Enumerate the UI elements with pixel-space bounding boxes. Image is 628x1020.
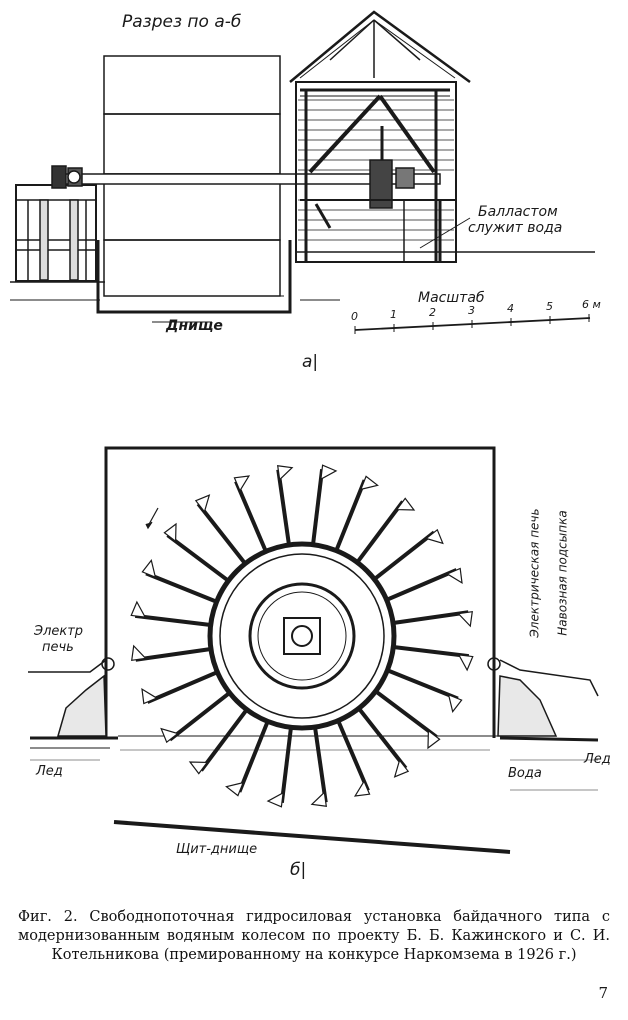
scale-tick-1: 1 — [390, 308, 397, 321]
wheel-spoke — [386, 668, 459, 701]
wheel-blade — [141, 559, 157, 579]
wheel-blade — [427, 729, 441, 750]
wheel-spoke — [237, 720, 270, 793]
wheel-spoke — [393, 645, 470, 659]
wheel-blade — [320, 464, 338, 481]
scale-tick-4: 4 — [507, 302, 514, 315]
wheel-blade — [447, 693, 463, 713]
wheel-spoke — [196, 502, 247, 565]
water-label: Вода — [508, 766, 542, 781]
stove-left-label-line1: Электр — [34, 624, 84, 639]
wheel-spoke — [276, 469, 291, 546]
wheel-spoke — [374, 689, 438, 739]
wheel-blade — [188, 761, 209, 775]
wheel-spoke — [199, 708, 249, 772]
wheel-spoke — [373, 530, 436, 581]
wheel-spoke — [357, 707, 408, 770]
wheel-spoke — [168, 691, 231, 742]
wheel-spoke — [234, 480, 268, 553]
wheel-spoke — [311, 468, 325, 545]
wheel-blade — [160, 727, 179, 744]
wheel-blade — [425, 528, 444, 545]
panel-label-a: а| — [302, 352, 319, 372]
wheel-blade — [233, 475, 251, 493]
scale-tick-6: 6 м — [582, 298, 601, 311]
wheel-blade — [457, 610, 473, 628]
page-number: 7 — [598, 984, 608, 1002]
wheel-blade — [445, 567, 463, 585]
shield-bottom-label: Щит-днище — [176, 842, 258, 857]
mound-right-label: Навозная подсыпка — [555, 510, 570, 636]
scale-tick-0: 0 — [351, 310, 358, 323]
wheel-spoke — [392, 610, 469, 625]
wheel-blade — [266, 791, 284, 808]
wheel-blade — [395, 497, 416, 511]
wheel-blade — [359, 475, 379, 491]
wheel-spoke — [336, 719, 370, 792]
wheel-spoke — [166, 533, 230, 583]
scale-tick-2: 2 — [429, 306, 436, 319]
scale-tick-5: 5 — [546, 300, 553, 313]
wheel-blade — [141, 687, 159, 705]
wheel-spoke — [145, 571, 218, 604]
wheel-blade — [130, 600, 147, 618]
wheel-blade — [225, 781, 245, 797]
stove-right-label: Электрическая печь — [527, 508, 542, 638]
wheel-blade — [353, 779, 371, 797]
ballast-label-line1: Балластом — [478, 204, 558, 220]
wheel-blade — [131, 644, 147, 662]
wheel-spoke — [135, 647, 212, 662]
wheel-spoke — [279, 727, 293, 804]
scale-tick-3: 3 — [468, 304, 475, 317]
wheel-spoke — [355, 500, 405, 564]
wheel-blade — [194, 494, 211, 513]
wheel-blade — [457, 654, 474, 672]
figure-caption: Фиг. 2. Свободнопоточная гидросиловая ус… — [18, 909, 610, 963]
section-title: Разрез по а-б — [122, 12, 242, 32]
wheel-blade — [163, 522, 177, 543]
wheel-spoke — [134, 613, 211, 627]
ballast-label-line2: служит вода — [468, 220, 563, 236]
figure-b-wheel-drawing — [28, 446, 599, 854]
wheel-spoke — [334, 479, 367, 552]
wheel-spoke — [146, 670, 219, 704]
ice-left-label: Лед — [36, 764, 63, 779]
wheel-spoke — [385, 568, 458, 602]
bottom-label: Днище — [166, 318, 223, 334]
wheel-blade — [276, 465, 294, 481]
scale-label: Масштаб — [418, 290, 485, 306]
figure-a-section-drawing — [10, 10, 595, 334]
wheel-spoke — [313, 726, 328, 803]
panel-label-b: б| — [290, 860, 307, 880]
rotation-arrow-icon — [145, 507, 159, 530]
ice-right-label: Лед — [584, 752, 611, 767]
wheel-spokes-group — [130, 464, 474, 808]
wheel-blade — [393, 759, 410, 778]
wheel-blade — [310, 791, 328, 807]
stove-left-label-line2: печь — [42, 640, 74, 655]
